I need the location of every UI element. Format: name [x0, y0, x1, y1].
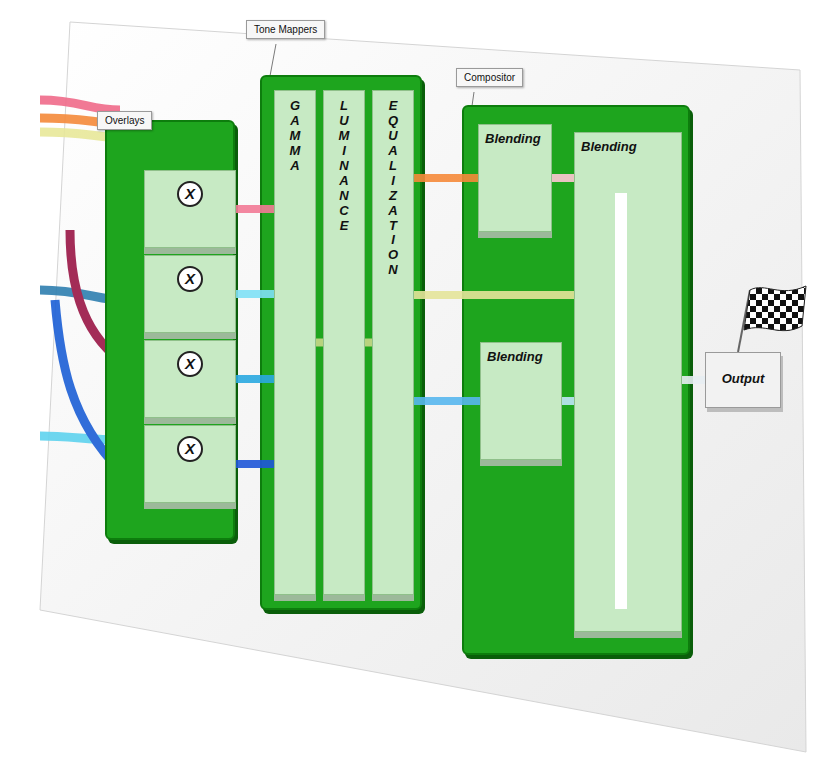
board [40, 22, 806, 752]
blending-box: Blending [478, 124, 552, 232]
blending-box: Blending [574, 132, 682, 632]
stage-panel: CompositorBlendingBlendingBlending [462, 105, 690, 655]
box-label: Blending [481, 343, 561, 364]
column-label: LUMINANCE [338, 99, 349, 233]
overlay-box: X [144, 425, 236, 503]
overlay-symbol: X [177, 351, 203, 377]
stream-connector [414, 397, 480, 405]
panel-tag: Compositor [456, 68, 523, 87]
tone-mapper-column: EQUALIZATION [372, 90, 414, 595]
overlay-box: X [144, 255, 236, 333]
box-label: Blending [479, 125, 551, 146]
stream-connector [316, 339, 323, 347]
stream-connector [236, 375, 274, 383]
stream-connector [414, 174, 478, 182]
box-label: Blending [575, 133, 681, 154]
overlay-symbol: X [177, 436, 203, 462]
blending-box: Blending [480, 342, 562, 460]
overlay-box: X [144, 170, 236, 248]
box-label: Output [706, 353, 780, 386]
tone-mapper-column: GAMMA [274, 90, 316, 595]
stream-connector [365, 339, 372, 347]
stream-connector [552, 174, 574, 182]
stream-connector [236, 290, 274, 298]
panel-tag: Tone Mappers [246, 20, 325, 39]
stream-connector [682, 376, 705, 384]
column-label: EQUALIZATION [387, 99, 398, 278]
stream-connector [414, 291, 574, 299]
stream-connector [236, 205, 274, 213]
stream-connector [236, 460, 274, 468]
output-box: Output [705, 352, 781, 408]
overlay-symbol: X [177, 181, 203, 207]
tone-mapper-column: LUMINANCE [323, 90, 365, 595]
overlay-symbol: X [177, 266, 203, 292]
panel-tag: Overlays [97, 111, 152, 130]
stage-panel: OverlaysXXXX [105, 120, 235, 540]
stream-connector [562, 397, 574, 405]
finish-flag [738, 286, 806, 352]
column-label: GAMMA [289, 99, 300, 174]
overlay-box: X [144, 340, 236, 418]
stage-panel: Tone MappersGAMMALUMINANCEEQUALIZATION [260, 75, 422, 610]
merge-bar [615, 193, 627, 609]
